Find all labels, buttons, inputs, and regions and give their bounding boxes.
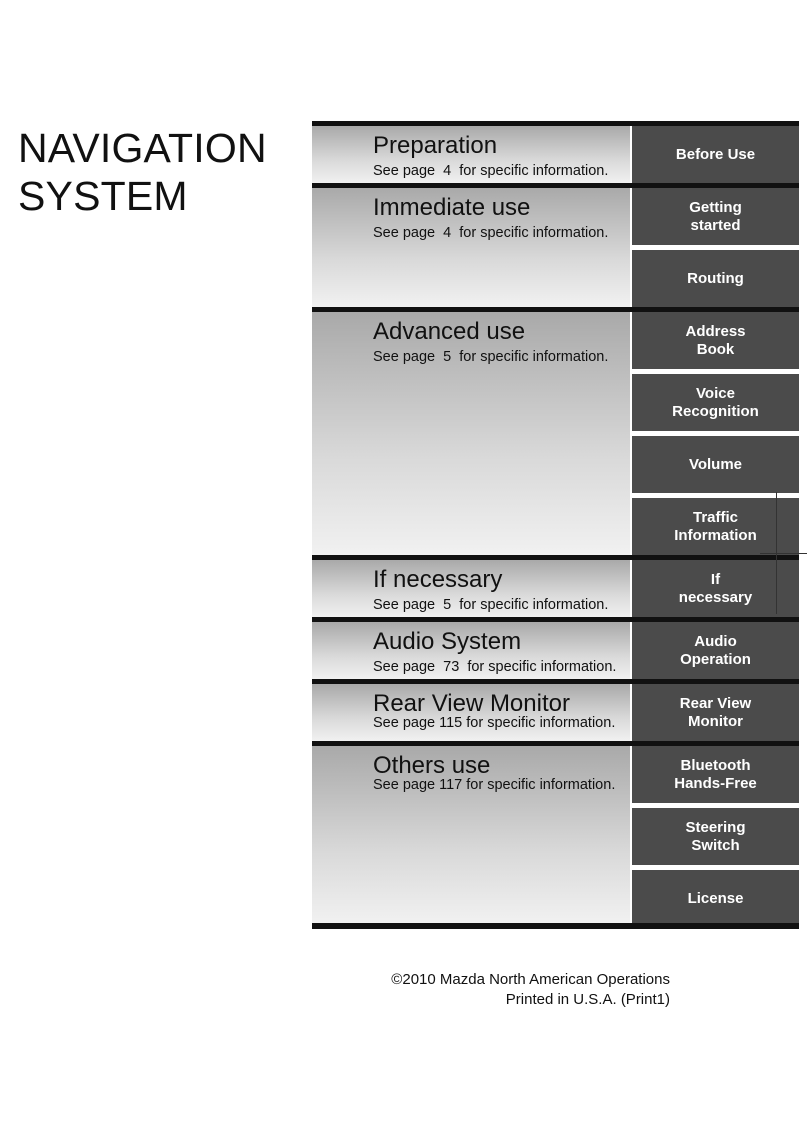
crop-mark-horizontal — [760, 553, 807, 554]
tab-license[interactable]: License — [632, 870, 799, 927]
copyright-notice: ©2010 Mazda North American Operations — [391, 971, 670, 988]
section-divider — [312, 617, 799, 622]
section-divider — [312, 679, 799, 684]
footer: ©2010 Mazda North American Operations Pr… — [391, 970, 670, 1010]
bottom-divider — [312, 923, 799, 929]
section-divider — [312, 183, 799, 188]
tab-before-use[interactable]: Before Use — [632, 126, 799, 183]
section-panel: Immediate use See page 4 for specific in… — [312, 188, 630, 307]
section-divider — [312, 307, 799, 312]
section-page-reference: See page 73 for specific information. — [373, 659, 617, 675]
section-rear-view-monitor: Rear View Monitor See page 115 for speci… — [312, 679, 799, 741]
section-page-reference: See page 5 for specific information. — [373, 597, 609, 613]
section-heading: Immediate use — [373, 194, 531, 221]
section-audio-system: Audio System See page 73 for specific in… — [312, 617, 799, 679]
section-tabs: Before Use — [632, 126, 799, 183]
section-panel: Audio System See page 73 for specific in… — [312, 622, 630, 679]
section-heading: Advanced use — [373, 318, 526, 345]
document-title: NAVIGATION SYSTEM — [18, 124, 267, 220]
section-if-necessary: If necessary See page 5 for specific inf… — [312, 555, 799, 617]
section-page-reference: See page 4 for specific information. — [373, 225, 609, 241]
section-preparation: Preparation See page 4 for specific info… — [312, 121, 799, 183]
section-divider — [312, 121, 799, 126]
section-panel: If necessary See page 5 for specific inf… — [312, 560, 630, 617]
section-heading: If necessary — [373, 566, 503, 593]
tab-routing[interactable]: Routing — [632, 250, 799, 307]
section-panel: Preparation See page 4 for specific info… — [312, 126, 630, 183]
section-page-reference: See page 115 for specific information. — [373, 715, 616, 731]
section-heading: Others use — [373, 752, 491, 779]
section-divider — [312, 555, 799, 560]
section-heading: Rear View Monitor — [373, 690, 570, 717]
section-page-reference: See page 5 for specific information. — [373, 349, 609, 365]
section-heading: Preparation — [373, 132, 498, 159]
print-notice: Printed in U.S.A. (Print1) — [505, 991, 670, 1008]
tab-volume[interactable]: Volume — [632, 436, 799, 493]
section-page-reference: See page 117 for specific information. — [373, 777, 616, 793]
section-panel: Rear View Monitor See page 115 for speci… — [312, 684, 630, 741]
section-divider — [312, 741, 799, 746]
document-title-line-2: SYSTEM — [18, 173, 188, 219]
document-title-line-1: NAVIGATION — [18, 125, 267, 171]
section-advanced-use: Advanced use See page 5 for specific inf… — [312, 307, 799, 555]
section-others-use: Others use See page 117 for specific inf… — [312, 741, 799, 927]
section-panel: Advanced use See page 5 for specific inf… — [312, 312, 630, 555]
section-immediate-use: Immediate use See page 4 for specific in… — [312, 183, 799, 307]
section-page-reference: See page 4 for specific information. — [373, 163, 609, 179]
section-heading: Audio System — [373, 628, 522, 655]
table-of-contents: Preparation See page 4 for specific info… — [312, 121, 799, 929]
section-panel: Others use See page 117 for specific inf… — [312, 746, 630, 923]
